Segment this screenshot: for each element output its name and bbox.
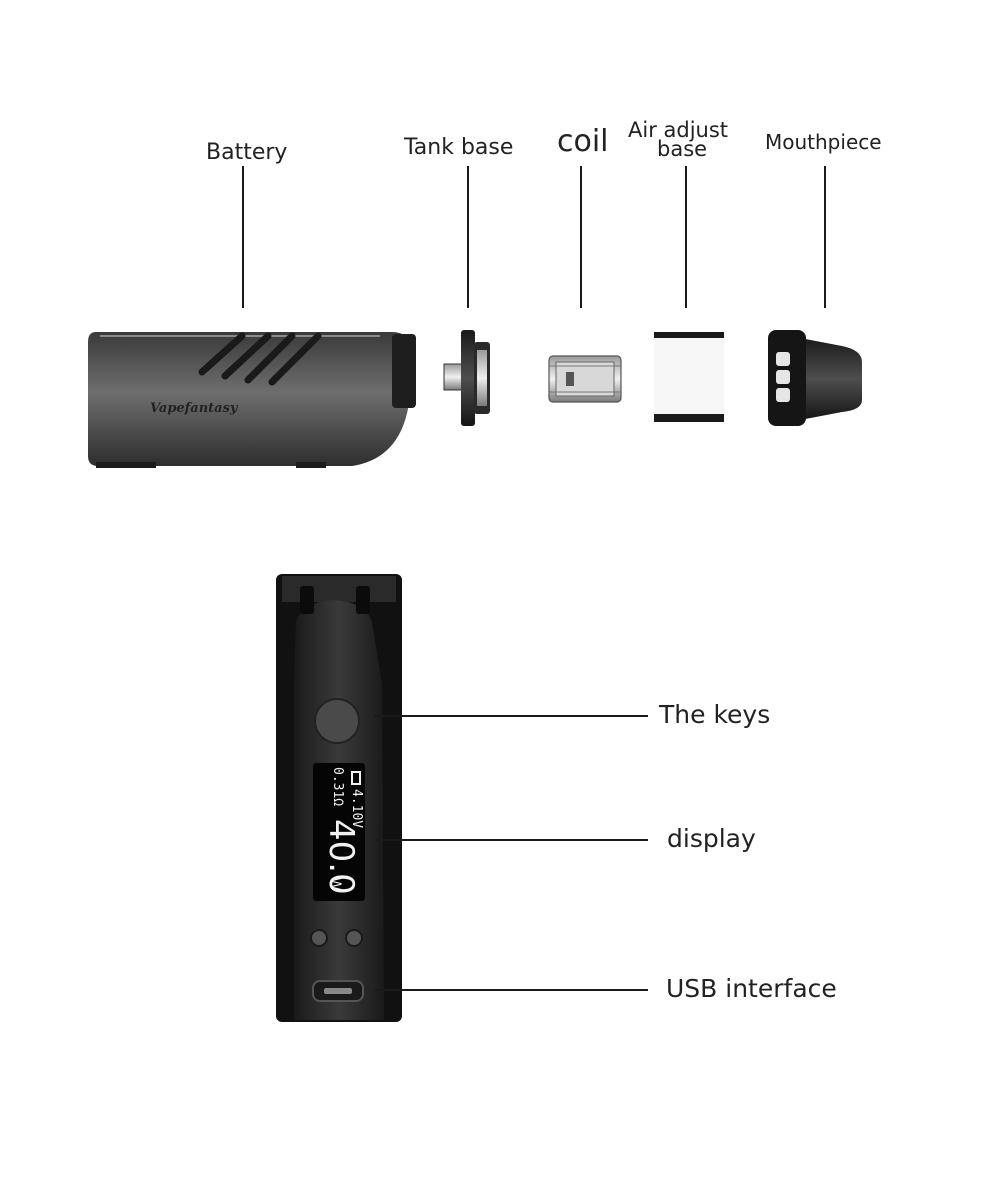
air-adjust-base-leader-line <box>685 166 687 308</box>
wattage-unit: W <box>327 877 343 891</box>
mouthpiece-label: Mouthpiece <box>765 130 882 154</box>
usb-port[interactable] <box>312 980 364 1002</box>
exploded-parts: Vapefantasy <box>88 330 862 468</box>
mouthpiece-part <box>768 330 862 426</box>
air-adjust-base-label-line2: base <box>657 137 708 161</box>
usb-leader-line <box>374 989 648 991</box>
tank-base-part <box>443 330 490 426</box>
air-adjust-base-part <box>654 332 724 422</box>
keys-leader-line <box>374 715 648 717</box>
display-leader-line <box>374 839 648 841</box>
battery-part <box>88 332 416 468</box>
battery-indicator-icon <box>351 771 361 785</box>
plus-button[interactable] <box>345 929 363 947</box>
fire-key-button[interactable] <box>314 698 360 744</box>
brand-logo-text: Vapefantasy <box>150 401 239 416</box>
minus-button[interactable] <box>310 929 328 947</box>
battery-label: Battery <box>206 140 288 165</box>
coil-label: coil <box>557 124 609 159</box>
mouthpiece-leader-line <box>824 166 826 308</box>
battery-leader-line <box>242 166 244 308</box>
tank-base-label: Tank base <box>404 135 514 160</box>
coil-part <box>548 355 622 403</box>
keys-label: The keys <box>659 700 771 729</box>
usb-label: USB interface <box>666 974 837 1003</box>
display-label: display <box>667 824 756 853</box>
air-adjust-base-label-line1: Air adjust <box>628 118 729 142</box>
resistance-readout: 0.31Ω <box>330 767 345 807</box>
tank-base-leader-line <box>467 166 469 308</box>
coil-leader-line <box>580 166 582 308</box>
oled-display: 4.10V 0.31Ω 40.0 W <box>313 763 365 901</box>
